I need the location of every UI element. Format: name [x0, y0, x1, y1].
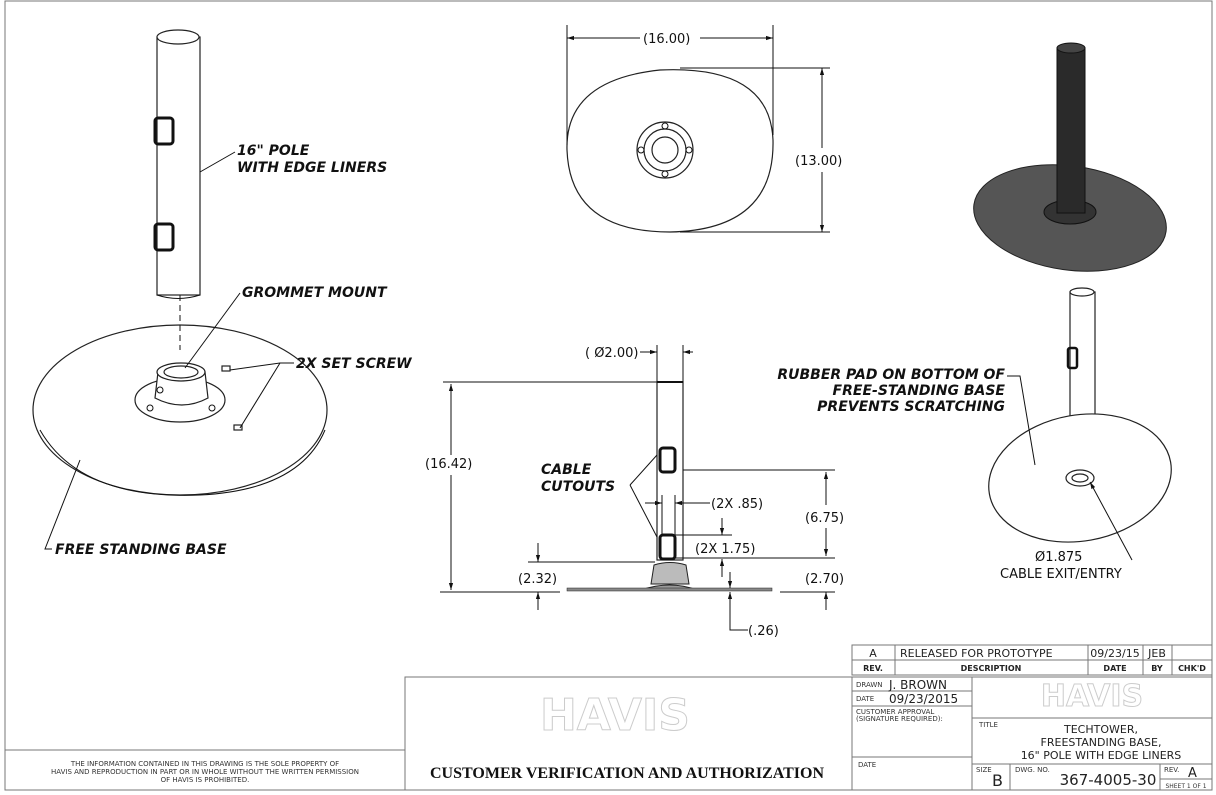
by-header: BY [1151, 664, 1163, 673]
chkd-header: CHK'D [1178, 664, 1206, 673]
revision-table: A RELEASED FOR PROTOTYPE 09/23/15 JEB RE… [851, 644, 1213, 676]
iso-view-bottom: RUBBER PAD ON BOTTOM OF FREE-STANDING BA… [777, 287, 1172, 582]
top-view: (16.00) (13.00) [566, 25, 842, 233]
legal-line-2: HAVIS AND REPRODUCTION IN PART OR IN WHO… [51, 768, 359, 776]
exploded-view: 16" POLE WITH EDGE LINERS GROMMET MOUNT … [32, 29, 412, 558]
edge-liner [153, 116, 175, 146]
drawn-label: DRAWN [856, 681, 883, 689]
title-line-3: 16" POLE WITH EDGE LINERS [1021, 749, 1182, 762]
cutout-offset-dimension: (2.70) [805, 572, 844, 587]
edge-liner [153, 222, 175, 252]
iso-view-top [973, 42, 1167, 272]
approval-label-2: (SIGNATURE REQUIRED): [856, 715, 943, 723]
description-header: DESCRIPTION [961, 664, 1022, 673]
pole [156, 36, 201, 296]
cable-exit-label: CABLE EXIT/ENTRY [1000, 567, 1122, 582]
title-line-2: FREESTANDING BASE, [1041, 736, 1162, 749]
rubber-pad-callout-2: FREE-STANDING BASE [833, 383, 1006, 399]
cable-cutouts-callout-2: CUTOUTS [541, 479, 615, 495]
date-label: DATE [856, 695, 874, 703]
set-screw-callout: 2X SET SCREW [296, 356, 412, 372]
sheet-number: SHEET 1 OF 1 [1165, 783, 1206, 790]
grommet-callout: GROMMET MOUNT [242, 285, 388, 301]
pole-callout-2: WITH EDGE LINERS [237, 160, 387, 176]
rubber-pad-callout: RUBBER PAD ON BOTTOM OF [777, 367, 1005, 383]
pole-diameter-dimension: ( Ø2.00) [585, 346, 638, 361]
legal-line-1: THE INFORMATION CONTAINED IN THIS DRAWIN… [70, 760, 339, 768]
drawn-by: J. BROWN [888, 678, 947, 692]
rev-label: REV. [1164, 766, 1179, 774]
width-dimension: (16.00) [643, 32, 690, 47]
havis-watermark-logo: HAVIS [540, 690, 690, 741]
drawing-number: 367-4005-30 [1060, 771, 1157, 789]
cable-exit-dimension: Ø1.875 [1035, 550, 1082, 565]
drawn-date: 09/23/2015 [889, 692, 958, 706]
description-cell: RELEASED FOR PROTOTYPE [900, 647, 1053, 660]
size-value: B [992, 771, 1003, 790]
date2-label: DATE [858, 761, 876, 769]
rubber-pad-callout-3: PREVENTS SCRATCHING [817, 399, 1005, 415]
legal-line-3: OF HAVIS IS PROHIBITED. [161, 776, 250, 784]
grommet-height-dimension: (2.32) [518, 572, 557, 587]
cable-cutouts-callout: CABLE [541, 462, 592, 478]
havis-logo: HAVIS [1041, 679, 1143, 714]
pole-callout: 16" POLE [237, 143, 310, 159]
verification-heading: CUSTOMER VERIFICATION AND AUTHORIZATION [430, 765, 824, 782]
rev-cell: A [869, 647, 877, 660]
title-line-1: TECHTOWER, [1063, 723, 1138, 736]
cutout-width-dimension: (2X .85) [711, 497, 763, 512]
rev-header: REV. [863, 664, 883, 673]
set-screw [233, 424, 243, 431]
set-screw [221, 365, 231, 372]
cutout-height-dimension: (2X 1.75) [695, 542, 755, 557]
side-view: ( Ø2.00) (16.42) CABLE CUTOUTS (2X .85) … [425, 345, 844, 639]
base-thickness-dimension: (.26) [748, 624, 779, 639]
approval-label: CUSTOMER APPROVAL [856, 708, 934, 716]
by-cell: JEB [1147, 647, 1166, 660]
date-cell: 09/23/15 [1090, 647, 1139, 660]
rev-value: A [1188, 766, 1197, 781]
size-label: SIZE [976, 766, 992, 774]
title-label: TITLE [978, 721, 998, 729]
title-block: THE INFORMATION CONTAINED IN THIS DRAWIN… [4, 676, 1213, 791]
height-dimension: (16.42) [425, 457, 472, 472]
date-header: DATE [1103, 664, 1126, 673]
cutout-spacing-dimension: (6.75) [805, 511, 844, 526]
depth-dimension: (13.00) [795, 154, 842, 169]
dwg-no-label: DWG. NO. [1015, 766, 1050, 774]
base-callout: FREE STANDING BASE [55, 542, 227, 558]
